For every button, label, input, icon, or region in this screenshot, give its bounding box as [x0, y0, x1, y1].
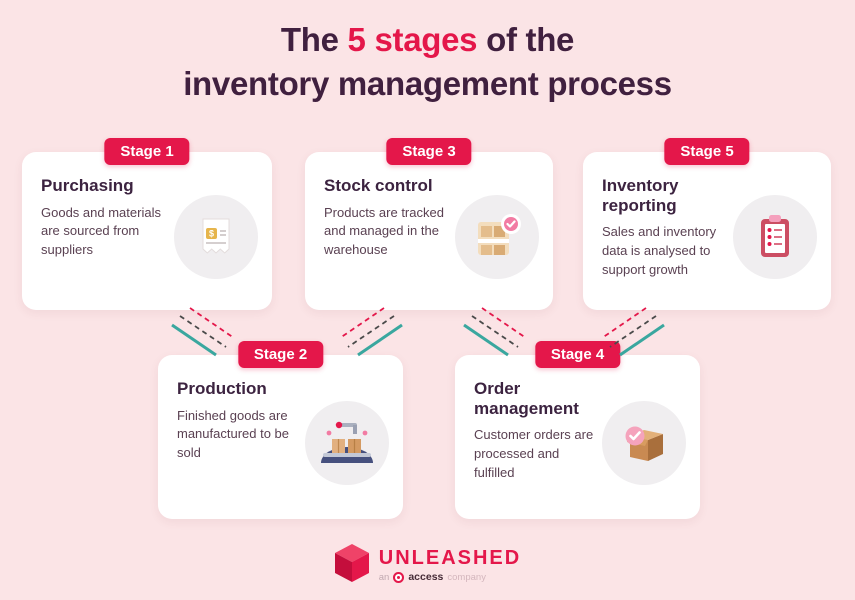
- brand-name: UNLEASHED: [378, 547, 522, 569]
- stage-4-badge: Stage 4: [534, 341, 621, 368]
- clipboard-report-icon: [733, 195, 817, 279]
- connector-stage4-stage5: [598, 306, 670, 358]
- stage-2-badge: Stage 2: [237, 341, 324, 368]
- tagline-company: company: [447, 571, 486, 583]
- box-check-icon: [602, 401, 686, 485]
- connector-stage2-stage3: [336, 306, 408, 358]
- stage-4-description: Customer orders are processed and fulfil…: [474, 427, 594, 480]
- stage-4-title: Order management: [474, 379, 579, 418]
- access-logo-icon: [393, 571, 405, 583]
- stage-3-title: Stock control: [324, 176, 433, 195]
- dollar-glyph: $: [209, 229, 214, 239]
- stage-card-purchasing: Stage 1 Purchasing Goods and materials a…: [22, 138, 272, 310]
- stage-3-badge: Stage 3: [386, 138, 472, 165]
- receipt-dollar-icon: $: [174, 195, 258, 279]
- stage-2-description: Finished goods are manufactured to be so…: [177, 407, 290, 461]
- footer-logo: UNLEASHED an access company: [0, 543, 855, 588]
- stage-1-badge: Stage 1: [104, 138, 190, 165]
- warehouse-shelf-check-icon: [455, 195, 539, 279]
- stage-2-title: Production: [177, 379, 267, 398]
- stage-card-production: Stage 2 Production Finished goods are ma…: [158, 341, 403, 519]
- stage-5-description: Sales and inventory data is analysed to …: [602, 224, 717, 277]
- stage-5-badge: Stage 5: [664, 138, 750, 165]
- stage-1-description: Goods and materials are sourced from sup…: [41, 204, 161, 258]
- connector-stage3-stage4: [458, 306, 530, 358]
- stage-1-title: Purchasing: [41, 176, 134, 195]
- title-suffix: of the: [477, 21, 575, 58]
- stage-card-stock-control: Stage 3 Stock control Products are track…: [305, 138, 553, 310]
- tagline-an: an: [378, 571, 390, 583]
- brand-tagline: an access company: [379, 571, 521, 583]
- stage-card-order-management: Stage 4 Order management Customer orders…: [455, 341, 700, 519]
- stage-3-description: Products are tracked and managed in the …: [324, 204, 444, 258]
- title-line2: inventory management process: [183, 64, 672, 102]
- page-title: The 5 stages of the inventory management …: [0, 18, 855, 105]
- conveyor-boxes-icon: [305, 401, 389, 485]
- stage-card-inventory-reporting: Stage 5 Inventory reporting Sales and in…: [583, 138, 831, 310]
- connector-stage1-stage2: [166, 306, 238, 358]
- stage-5-title: Inventory reporting: [602, 176, 679, 215]
- title-highlight: 5 stages: [347, 21, 478, 58]
- tagline-access: access: [408, 571, 444, 583]
- title-prefix: The: [280, 21, 348, 58]
- unleashed-cube-icon: [334, 543, 370, 588]
